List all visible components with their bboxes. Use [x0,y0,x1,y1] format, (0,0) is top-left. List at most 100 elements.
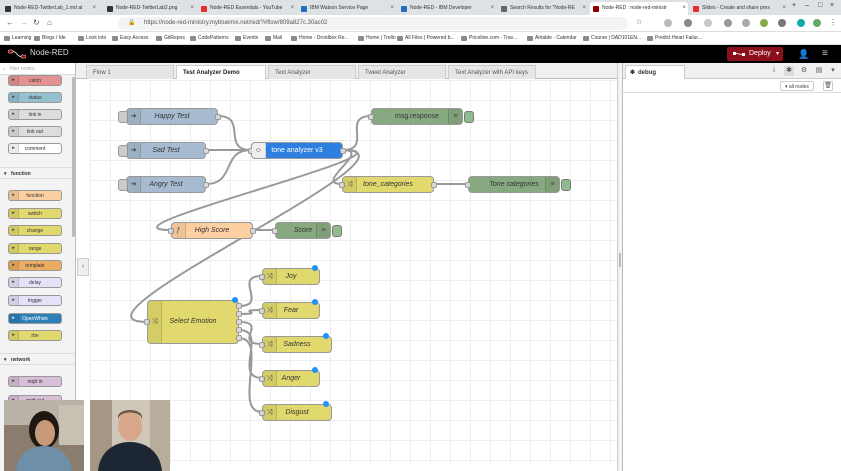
bookmark-item[interactable]: Predict Heart Failur... [647,32,702,45]
browser-tab[interactable]: IBM Watson Service Page× [298,2,396,15]
browser-tab[interactable]: Slides - Create and share pres× [690,2,788,15]
input-port[interactable] [272,228,278,234]
inject-node-angry-test[interactable]: ➜ Angry Test [118,176,209,193]
inject-button[interactable] [118,179,128,191]
palette-node-mqtt-in[interactable]: ▸mqtt in [8,376,62,387]
wire[interactable] [238,337,263,413]
sidebar-splitter[interactable] [617,63,622,471]
close-tab-icon[interactable]: × [390,5,394,11]
output-port[interactable] [236,311,242,317]
debug-node-msg-response[interactable]: msg.response ≡ [368,108,474,125]
extension-icon[interactable] [813,19,821,27]
reload-icon[interactable]: ↻ [33,18,40,27]
output-port[interactable] [236,319,242,325]
output-port[interactable] [431,182,437,188]
bookmark-item[interactable]: Home | Trello [358,32,396,45]
extension-icon[interactable] [704,19,712,27]
debug-toggle-button[interactable] [464,111,474,123]
workspace-tab[interactable]: Test Analyzer Demo [176,65,266,79]
wire[interactable] [217,115,252,151]
close-tab-icon[interactable]: × [490,5,494,11]
palette-category-function[interactable]: ▾function [0,167,75,179]
inject-button[interactable] [118,111,128,123]
user-icon[interactable]: 👤 [798,49,810,59]
extension-icon[interactable] [742,19,750,27]
new-tab-icon[interactable]: + [792,2,797,9]
extension-icon[interactable] [724,19,732,27]
change-node-tone-categories[interactable]: ⤨ tone_categories [339,176,437,193]
input-port[interactable] [259,410,265,416]
gear-icon[interactable]: ⚙ [800,67,808,74]
forward-icon[interactable]: → [20,18,28,27]
bookmark-item[interactable]: Course | DAD101EN... [583,32,641,45]
browser-tab[interactable]: Node-RED Essentials - YouTube× [198,2,296,15]
input-port[interactable] [259,342,265,348]
output-port[interactable] [250,228,256,234]
palette-node-rbe[interactable]: ▸rbe [8,330,62,341]
palette-node-function[interactable]: ▸function [8,190,62,201]
input-port[interactable] [339,182,345,188]
palette-node-link-out[interactable]: ▸link out [8,126,62,137]
palette-node-change[interactable]: ▸change [8,225,62,236]
input-port[interactable] [168,228,174,234]
splitter-grip[interactable] [619,253,621,267]
input-port[interactable] [259,274,265,280]
browser-tab[interactable]: Node-RED-TwitterLab_1.md at× [2,2,98,15]
close-tab-icon[interactable]: × [290,5,294,11]
wire[interactable] [238,275,263,307]
palette-filter-input[interactable]: ⌕filter nodes [0,63,75,75]
bookmark-item[interactable]: Easy Access [112,32,148,45]
output-port[interactable] [236,327,242,333]
palette-node-comment[interactable]: ▸comment [8,143,62,154]
bookmark-item[interactable]: Mail [265,32,282,45]
clipboard-icon[interactable]: ▤ [815,67,823,74]
bookmark-item[interactable]: Airtable - Calendar [527,32,577,45]
bookmark-item[interactable]: GitRepos [156,32,185,45]
bookmark-item[interactable]: Learning [4,32,31,45]
palette-node-trigger[interactable]: ▸trigger [8,295,62,306]
bookmark-item[interactable]: Blogs / Ide [34,32,66,45]
debug-node-score[interactable]: Score ≡ [272,222,342,239]
bookmark-item[interactable]: All Files | Powered b... [397,32,455,45]
hamburger-menu-icon[interactable]: ≡ [822,48,828,59]
debug-toggle-button[interactable] [332,225,342,237]
debug-toggle-button[interactable] [561,179,571,191]
palette-node-openwhisk[interactable]: ▸OpenWhisk [8,313,62,324]
bookmark-star-icon[interactable]: ☆ [636,19,643,26]
deploy-button[interactable]: Deploy ▾ [727,47,783,61]
palette-collapse-button[interactable]: ‹ [77,258,89,276]
change-node-anger[interactable]: ⤨ Anger [259,367,320,387]
browser-menu-icon[interactable]: ⋮ [829,18,837,27]
wire[interactable] [205,149,252,185]
input-port[interactable] [465,182,471,188]
input-port[interactable] [259,308,265,314]
extension-icon[interactable] [760,19,768,27]
info-icon[interactable]: i [773,67,775,74]
browser-tab[interactable]: Node-RED : node-red-ministr× [590,2,688,15]
palette-node-switch[interactable]: ▸switch [8,208,62,219]
bookmark-item[interactable]: Priceline.com - Trav... [461,32,517,45]
workspace-tab[interactable]: Tweet Analyzer [358,65,446,79]
debug-filter-button[interactable]: ▾ all nodes [780,81,814,91]
debug-node-tone-categories[interactable]: Tone categories ≡ [465,176,571,193]
tone-analyzer-node[interactable]: ☺ tone analyzer v3 [248,142,346,159]
change-node-fear[interactable]: ⤨ Fear [259,299,320,319]
output-port[interactable] [203,182,209,188]
home-icon[interactable]: ⌂ [47,18,52,27]
bookmark-item[interactable]: Home - Droidbox Re... [291,32,349,45]
extension-icon[interactable] [778,19,786,27]
inject-node-sad-test[interactable]: ➜ Sad Test [118,142,209,159]
workspace-tab[interactable]: Text Analyzer [268,65,356,79]
palette-scrollbar[interactable] [72,77,75,237]
change-node-joy[interactable]: ⤨ Joy [259,265,320,285]
palette-node-link-in[interactable]: ▸link in [8,109,62,120]
palette-node-template[interactable]: ▸template [8,260,62,271]
close-tab-icon[interactable]: × [190,5,194,11]
sidebar-tab-debug[interactable]: ✱debug [625,65,685,79]
input-port[interactable] [368,114,374,120]
change-node-disgust[interactable]: ⤨ Disgust [259,401,332,421]
output-port[interactable] [236,303,242,309]
close-window-icon[interactable]: × [830,2,835,9]
close-tab-icon[interactable]: × [582,5,586,11]
close-tab-icon[interactable]: × [682,5,686,11]
